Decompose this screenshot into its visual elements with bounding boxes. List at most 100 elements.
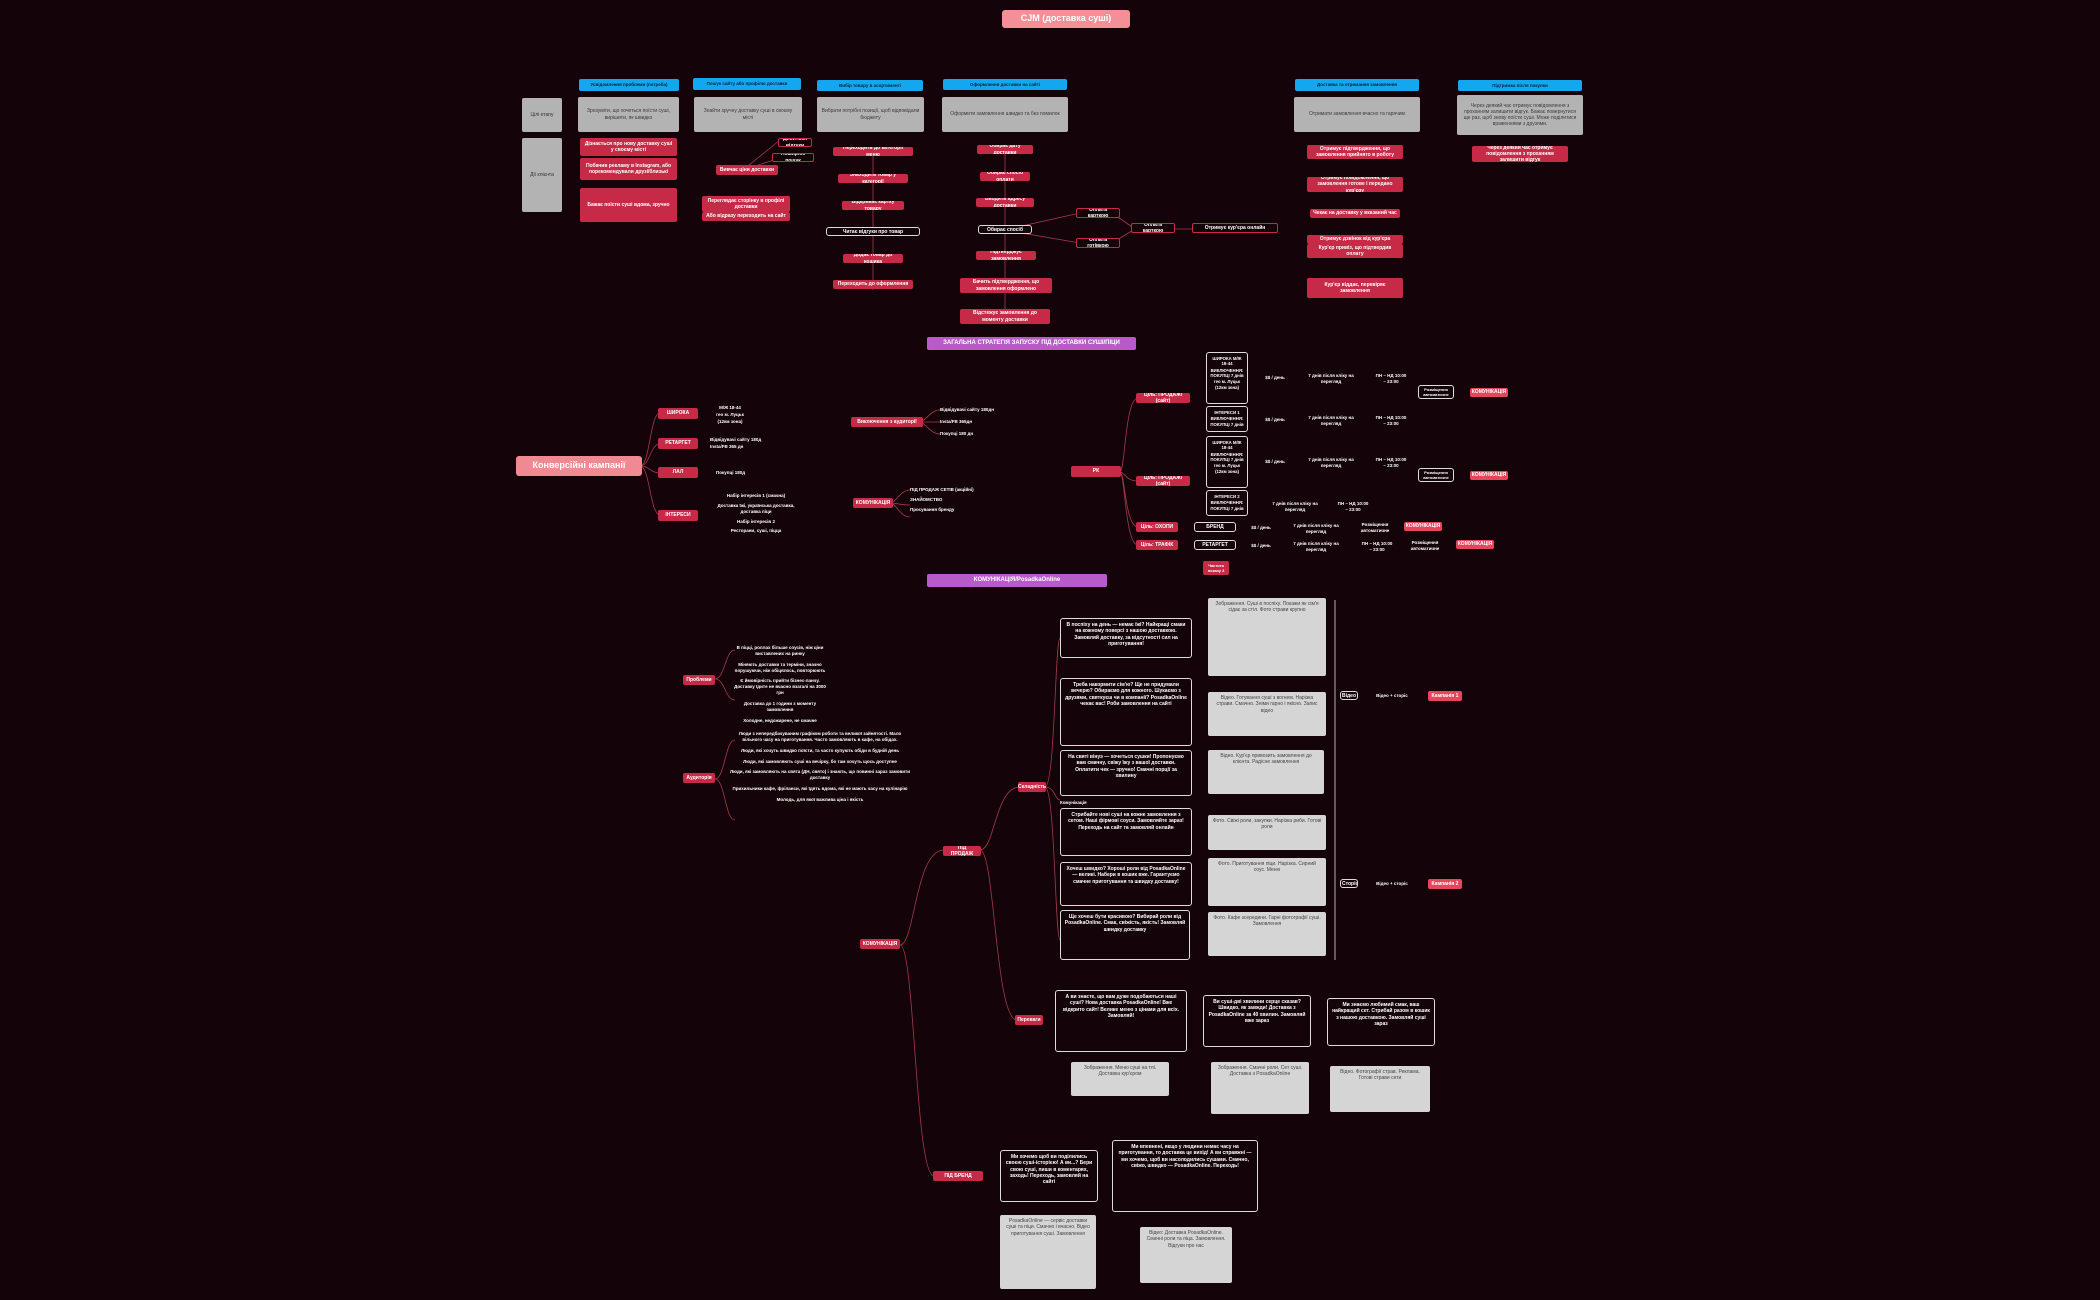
stage-header-1: Усвідомлення проблеми (потреба) xyxy=(579,79,679,91)
comm-root: КОМУНІКАЦІЯ xyxy=(860,939,900,949)
goal-3: Вибрати потрібні позиції, щоб відповідал… xyxy=(817,97,924,132)
pref-question: Ви суші-дві хвилини серце сказав? Швидко… xyxy=(1203,995,1311,1047)
pref-note-3: Відео. Фотографії страв. Реклама. Готові… xyxy=(1330,1066,1430,1112)
rk4-schedule: ПН – НД 10:00 – 23:00 xyxy=(1361,541,1393,552)
ad-text-6: Ще хочеш бути красивою? Вибирай роли від… xyxy=(1060,910,1190,960)
rk4-placement: Розміщення автоматичне xyxy=(1410,540,1440,551)
s4-side-3: Оплата карткою xyxy=(1131,223,1175,233)
s1-action-1: Дізнається про нову доставку суші у своє… xyxy=(580,138,677,156)
rk-campaign-3: Ціль: ОХОПИ xyxy=(1136,522,1178,532)
comm-sale: ПІД ПРОДАЖ xyxy=(943,846,981,856)
s3-action-5: Додає товар до кошика xyxy=(843,254,903,263)
s1-action-2: Побачив рекламу в Instagram, або пореком… xyxy=(580,158,677,180)
stage-header-6: Підтримка після покупки xyxy=(1458,80,1582,91)
rk1-budget: $$ / день xyxy=(1265,375,1285,380)
s1-action-3: Бажає поїсти суші вдома, зручно xyxy=(580,188,677,222)
s4-action-5: Підтверджує замовлення xyxy=(976,251,1036,260)
row-label-goal: Цілі етапу xyxy=(522,98,562,132)
s4-action-2: Обирає спосіб оплати xyxy=(980,172,1030,181)
rk3-budget: $$ / день xyxy=(1251,525,1271,530)
s3-action-2: Знаходить товар у категорії xyxy=(838,174,908,183)
pref-reply: Ми знаємо любимий смак, ваш найкращий се… xyxy=(1327,998,1435,1046)
rk3-placement: Розміщення автоматичне xyxy=(1360,522,1390,533)
stage-header-5: Доставка та отримання замовлення xyxy=(1295,79,1419,91)
campaign-1-node: Кампанія 1 xyxy=(1428,691,1462,701)
goal-2: Знайти зручну доставку суші в своєму міс… xyxy=(694,97,802,132)
ad-note-2: Відео. Готування суші з вогнем. Нарізка … xyxy=(1208,692,1326,736)
s5-action-2: Отримує повідомлення, що замовлення гото… xyxy=(1307,177,1403,192)
rk4-set: РЕТАРГЕТ xyxy=(1194,540,1236,550)
s5-action-1: Отримує підтвердження, що замовлення при… xyxy=(1307,145,1403,159)
s5-action-6: Кур'єр віддає, перевіряє замовлення xyxy=(1307,278,1403,298)
rk2-comm: КОМУНІКАЦІЯ xyxy=(1470,471,1508,480)
format-video: Відео xyxy=(1340,691,1358,700)
s5-action-3: Чекає на доставку у вказаний час xyxy=(1310,209,1400,218)
rk1b-schedule: ПН – НД 10:00 – 23:00 xyxy=(1375,415,1407,426)
s4-action-7: Відстежує замовлення до моменту доставки xyxy=(960,309,1050,324)
s4-action-3: Вводить адресу доставки xyxy=(976,198,1034,207)
ad-note-5: Фото. Приготування піци. Нарізка. Сирний… xyxy=(1208,858,1326,906)
s2-action-4: Переглядає сторінку в профілі доставки xyxy=(702,196,790,212)
rk-node: РК xyxy=(1071,466,1121,477)
s3-action-4: Читає відгуки про товар xyxy=(826,227,920,236)
goal-6: Через деякий час отримує повідомлення з … xyxy=(1457,95,1583,135)
audience-pain-items: Люди з непередбачуваним графіком роботи … xyxy=(730,731,910,802)
pref-note-2: Зображення. Смачні роли. Сет суші. Доста… xyxy=(1211,1062,1309,1114)
brand-note-1: PosadkaOnline — сервіс доставки суші та … xyxy=(1000,1215,1096,1289)
pref-note-1: Зображення. Меню суші на тлі. Доставка к… xyxy=(1071,1062,1169,1096)
rk1-placement: Розміщення автоматичне xyxy=(1418,385,1454,399)
rk2b-schedule: ПН – НД 10:00 – 23:00 xyxy=(1337,501,1369,512)
creative-node: КОМУНІКАЦІЯ xyxy=(853,498,893,508)
ad-text-1: В поспіху на день — немає їжі? Найкращі … xyxy=(1060,618,1192,658)
conv-campaigns-title: Конверсійні кампанії xyxy=(516,456,642,476)
s2-action-1: Вивчає ціни доставки xyxy=(716,165,778,175)
rk4-window: 7 днів після кліку на перегляд xyxy=(1293,541,1339,552)
ad-text-2: Треба накормити сім'ю? Ще не придумали в… xyxy=(1060,678,1192,746)
pref-block: А ви знаєте, що вам дуже подобаються наш… xyxy=(1055,990,1187,1052)
rk1-comm: КОМУНІКАЦІЯ xyxy=(1470,388,1508,397)
ad-text-4: Стрибайте нові суші на кожне замовлення … xyxy=(1060,808,1192,856)
rk-campaign-1: Ціль: ПРОДАЖІ (сайт) xyxy=(1136,393,1190,403)
rk-campaign-4: Ціль: ТРАФІК xyxy=(1136,540,1178,550)
s3-action-3: Відкриває картку товару xyxy=(842,201,904,210)
comm-brand: ПІД БРЕНД xyxy=(933,1171,983,1181)
ad-note-6: Фото. Кафе зсередини. Гарні фотографії с… xyxy=(1208,912,1326,956)
ad-text-3: На святі вінуэ — хочеться сушки! Пропону… xyxy=(1060,750,1192,796)
audience-pain-node: Аудиторія xyxy=(683,773,715,783)
s5-action-5: Кур'єр привіз, що підтвердив оплату xyxy=(1307,244,1403,258)
rk-campaign-2: Ціль: ПРОДАЖІ (сайт) xyxy=(1136,476,1190,486)
s4-action-4: Обирає спосіб оплати xyxy=(978,225,1032,234)
s4-action-6: Бачить підтвердження, що замовлення офор… xyxy=(960,278,1052,293)
rk1b-window: 7 днів після кліку на перегляд xyxy=(1308,415,1354,426)
rk2-schedule: ПН – НД 10:00 – 23:00 xyxy=(1375,457,1407,468)
format-stories-2: Сторіс xyxy=(1340,879,1358,888)
s2-action-2: Дивиться відгуки xyxy=(778,138,812,147)
stage-header-3: Вибір товару в асортименті xyxy=(817,80,923,91)
ad-note-4: Фото. Свіжі роли, закупки. Нарізка риби.… xyxy=(1208,815,1326,850)
s4-side-4: Отримує кур'єра онлайн xyxy=(1192,223,1278,233)
audience-lal-notes: Покупці 180д xyxy=(716,470,746,475)
format-stories-3: Відео + сторіс xyxy=(1376,881,1408,886)
audience-wide: ШИРОКА xyxy=(658,408,698,419)
format-stories: Відео + сторіс xyxy=(1376,693,1408,698)
rk2-placement: Розміщення автоматичне xyxy=(1418,468,1454,482)
rk3-set: БРЕНД xyxy=(1194,522,1236,532)
s5-action-4: Отримує дзвінок від кур'єра xyxy=(1307,235,1403,244)
s4-action-1: Обирає дату доставки xyxy=(977,145,1033,154)
rk2-window: 7 днів після кліку на перегляд xyxy=(1308,457,1354,468)
problems-node: Проблеми xyxy=(683,675,715,685)
ad-note-1: Зображення. Суші в поспіху. Покажи як сі… xyxy=(1208,598,1326,676)
rk1-window: 7 днів після кліку на перегляд xyxy=(1308,373,1354,384)
page-title: CJM (доставка суші) xyxy=(1002,10,1130,28)
goal-4: Оформити замовлення швидко та без помило… xyxy=(942,97,1068,132)
ad-note-3: Відео. Кур'єр привозить замовлення до кл… xyxy=(1208,750,1324,794)
sale-comm-line: Комунікація xyxy=(1060,800,1087,805)
rk4-comm: КОМУНІКАЦІЯ xyxy=(1456,540,1494,549)
